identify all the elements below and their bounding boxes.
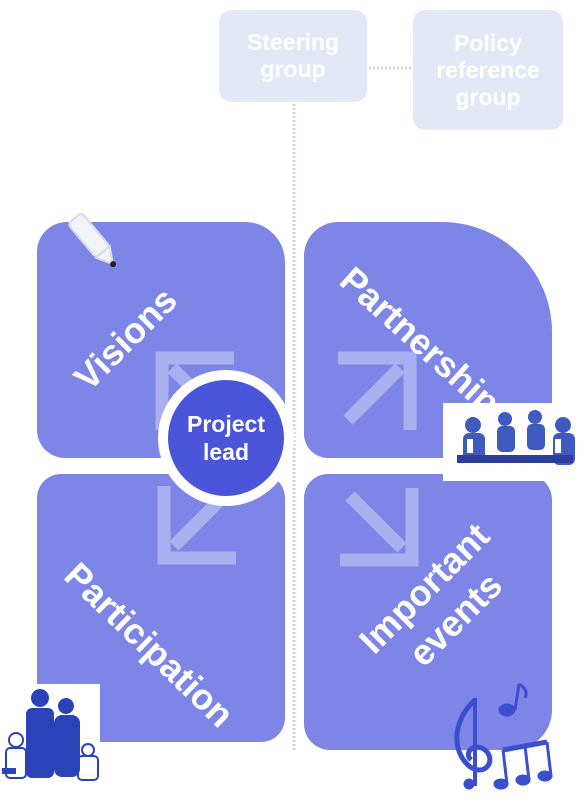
policy-reference-group-box: Policy reference group (413, 10, 563, 130)
arrow-down-right (340, 488, 419, 567)
policy-reference-line1: Policy (454, 29, 522, 56)
music-notes-icon (454, 682, 553, 790)
arrow-up-right (338, 351, 417, 430)
project-lead-circle: Project lead (158, 370, 294, 506)
steering-group-line2: group (260, 56, 326, 82)
project-lead-line2: lead (202, 439, 250, 465)
project-lead-line1: Project (187, 411, 265, 437)
pen-icon (68, 213, 117, 268)
important-events-quadrant (304, 474, 552, 750)
meeting-people-icon (443, 403, 583, 481)
family-people-icon (0, 684, 100, 802)
policy-reference-line2: reference (436, 56, 540, 83)
project-lead-inner: Project lead (168, 380, 284, 496)
policy-reference-line3: group (455, 83, 521, 110)
steering-group-box: Steering group (219, 10, 367, 102)
steering-group-line1: Steering (246, 29, 340, 55)
